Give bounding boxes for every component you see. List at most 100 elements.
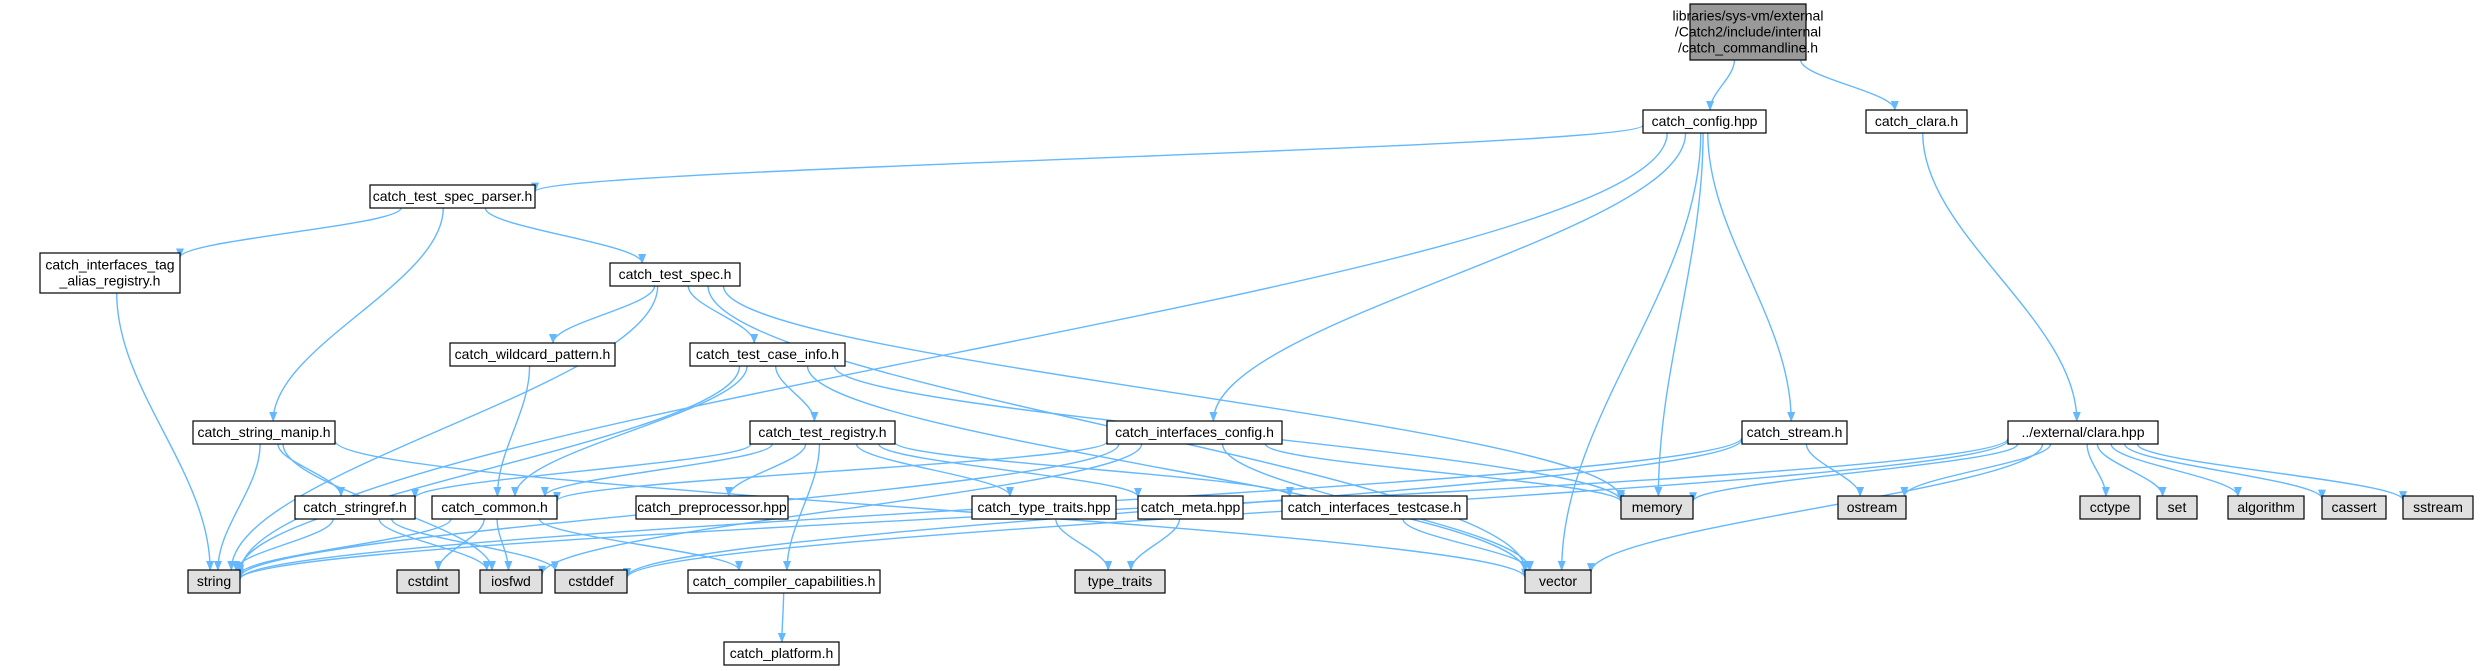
edge-line <box>687 285 759 344</box>
node-box <box>396 569 460 594</box>
edge-stringref-to-string <box>231 518 334 571</box>
edge-stream-to-ostream <box>1805 443 1865 497</box>
node-box <box>1620 495 1694 520</box>
node-ext-clara[interactable]: ../external/clara.hpp <box>2007 420 2159 445</box>
edge-ext_clara-to-vector <box>1587 443 2044 574</box>
edge-line <box>531 124 1644 193</box>
node-label: cassert <box>2331 499 2376 515</box>
node-test-spec[interactable]: catch_test_spec.h <box>609 262 741 287</box>
edge-type_traits_hpp-to-type_traits <box>1055 518 1113 571</box>
edge-meta-to-type_traits <box>1127 518 1181 571</box>
edge-line <box>1805 443 1865 497</box>
node-config[interactable]: catch_config.hpp <box>1642 109 1767 134</box>
node-interfaces-config[interactable]: catch_interfaces_config.h <box>1106 420 1283 445</box>
edge-config-to-test_spec_parser <box>531 124 1644 193</box>
node-label: catch_stream.h <box>1747 424 1843 440</box>
node-stringref[interactable]: catch_stringref.h <box>294 495 416 520</box>
node-type-traits-hpp[interactable]: catch_type_traits.hpp <box>971 495 1117 520</box>
node-interfaces-tag[interactable]: catch_interfaces_tag_alias_registry.h <box>39 252 181 294</box>
edge-root-to-clara_h <box>1800 59 1899 111</box>
node-ostream: ostream <box>1837 495 1907 520</box>
edge-common-to-compiler_caps <box>538 518 743 571</box>
node-clara-h[interactable]: catch_clara.h <box>1865 109 1968 134</box>
node-label: catch_config.hpp <box>1652 113 1758 129</box>
node-compiler-caps[interactable]: catch_compiler_capabilities.h <box>687 569 881 594</box>
node-box <box>39 252 181 294</box>
node-label: catch_string_manip.h <box>197 424 330 440</box>
edge-root-to-config <box>1706 59 1736 111</box>
node-label: catch_compiler_capabilities.h <box>693 573 876 589</box>
node-label: cctype <box>2090 499 2131 515</box>
node-box <box>689 342 846 367</box>
edge-test_spec-to-wildcard <box>549 285 656 344</box>
node-box <box>479 569 543 594</box>
edge-test_registry-to-preprocessor <box>724 443 807 497</box>
node-label: set <box>2168 499 2187 515</box>
edge-line <box>334 440 1529 579</box>
edge-stringref-to-cstddef <box>391 518 559 572</box>
edge-test_case_info-to-string <box>236 365 741 572</box>
node-stream[interactable]: catch_stream.h <box>1741 420 1848 445</box>
edge-line <box>538 518 743 571</box>
node-preprocessor[interactable]: catch_preprocessor.hpp <box>635 495 789 520</box>
edge-line <box>2110 443 2242 497</box>
edge-line <box>1055 518 1113 571</box>
node-label: string <box>197 573 231 589</box>
node-iosfwd: iosfwd <box>479 569 543 594</box>
node-label: catch_common.h <box>441 499 548 515</box>
node-test-registry[interactable]: catch_test_registry.h <box>749 420 896 445</box>
node-interfaces-testcase[interactable]: catch_interfaces_testcase.h <box>1281 495 1468 520</box>
node-wildcard[interactable]: catch_wildcard_pattern.h <box>449 342 616 367</box>
node-string-manip[interactable]: catch_string_manip.h <box>192 420 336 445</box>
node-box <box>554 569 628 594</box>
edge-line <box>722 285 1625 500</box>
edge-line <box>391 518 559 572</box>
node-cassert: cassert <box>2321 495 2387 520</box>
edge-line <box>549 285 656 344</box>
edge-line <box>2123 443 2326 500</box>
node-common[interactable]: catch_common.h <box>431 495 558 520</box>
node-label: catch_type_traits.hpp <box>977 499 1110 515</box>
edge-line <box>1402 518 1534 571</box>
edge-line <box>378 518 491 571</box>
edge-line <box>538 443 1143 576</box>
edge-ext_clara-to-sstream <box>2136 443 2407 502</box>
node-test-spec-parser[interactable]: catch_test_spec_parser.h <box>369 184 536 209</box>
edge-line <box>236 437 2009 581</box>
node-meta[interactable]: catch_meta.hpp <box>1137 495 1244 520</box>
edge-interfaces_tag-to-string <box>116 292 215 571</box>
node-box <box>1106 420 1283 445</box>
node-root[interactable]: libraries/sys-vm/external/Catch2/include… <box>1673 3 1824 61</box>
edge-test_registry-to-stringref <box>411 443 752 499</box>
edge-line <box>434 518 485 571</box>
node-label: catch_wildcard_pattern.h <box>455 346 611 362</box>
edge-ext_clara-to-set <box>2096 443 2167 497</box>
edge-line <box>1706 59 1736 111</box>
edge-test_case_info-to-common <box>511 365 748 497</box>
node-box <box>2402 495 2474 520</box>
edge-test_spec-to-memory <box>722 285 1625 500</box>
node-label: cstdint <box>408 573 449 589</box>
node-test-case-info[interactable]: catch_test_case_info.h <box>689 342 846 367</box>
node-label: catch_preprocessor.hpp <box>637 499 787 515</box>
node-label: catch_test_spec.h <box>619 266 732 282</box>
node-label: iosfwd <box>491 573 531 589</box>
edge-line <box>777 592 786 643</box>
edge-line <box>894 441 1294 497</box>
node-cstddef: cstddef <box>554 569 628 594</box>
edge-line <box>783 443 821 571</box>
edge-line <box>1707 132 1796 422</box>
edge-compiler_caps-to-platform <box>777 592 786 643</box>
node-label: catch_interfaces_testcase.h <box>1288 499 1462 515</box>
edge-config-to-memory <box>1654 132 1704 497</box>
node-box <box>369 184 536 209</box>
node-label: catch_interfaces_tag <box>45 257 174 273</box>
node-cstdint: cstdint <box>396 569 460 594</box>
node-platform[interactable]: catch_platform.h <box>723 641 840 666</box>
edge-line <box>774 365 819 422</box>
edge-test_spec_parser-to-string_manip <box>269 207 444 422</box>
edge-line <box>213 443 261 571</box>
edge-common-to-iosfwd <box>496 518 513 571</box>
edge-line <box>724 443 807 497</box>
node-label: ../external/clara.hpp <box>2022 424 2145 440</box>
